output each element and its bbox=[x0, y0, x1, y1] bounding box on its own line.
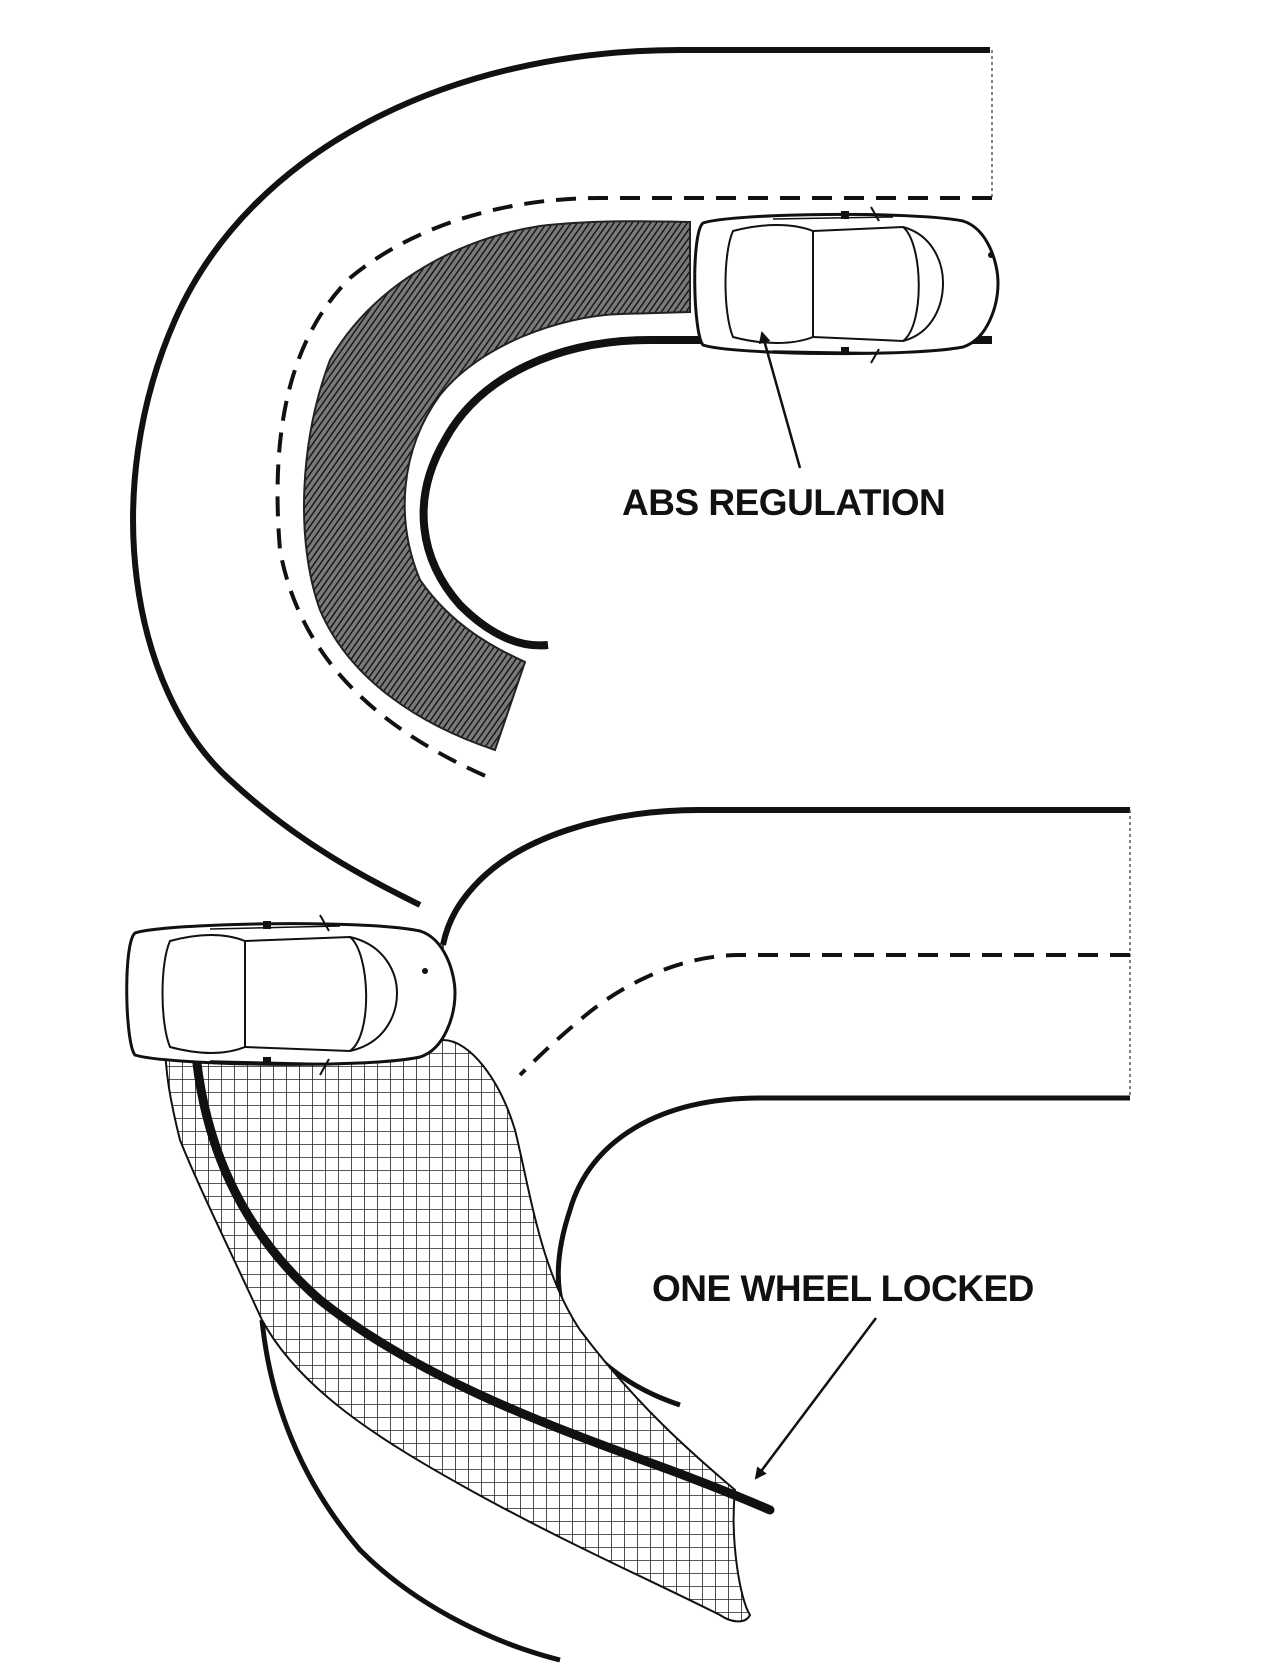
locked-road-inner-edge bbox=[555, 1095, 1130, 1408]
car-locked bbox=[125, 914, 457, 1076]
abs-road-inner-edge bbox=[419, 336, 992, 650]
locked-curve-road bbox=[163, 807, 1131, 1663]
locked-skid-area bbox=[163, 1039, 752, 1623]
locked-road-lower-edge bbox=[259, 1319, 561, 1663]
locked-road-outer-edge bbox=[440, 807, 1130, 946]
abs-lane-divider bbox=[275, 196, 992, 780]
abs-curve-road bbox=[130, 47, 993, 908]
locked-lane-divider bbox=[518, 953, 1130, 1077]
abs-label-leader bbox=[758, 331, 802, 469]
abs-road-outer-edge bbox=[130, 47, 990, 908]
locked-wheel-trace bbox=[189, 1025, 775, 1515]
one-wheel-locked-label: ONE WHEEL LOCKED bbox=[652, 1268, 1034, 1309]
abs-braking-trace bbox=[303, 220, 691, 752]
car-abs bbox=[693, 206, 1000, 364]
abs-regulation-label: ABS REGULATION bbox=[622, 482, 946, 523]
locked-label-leader bbox=[754, 1317, 877, 1480]
